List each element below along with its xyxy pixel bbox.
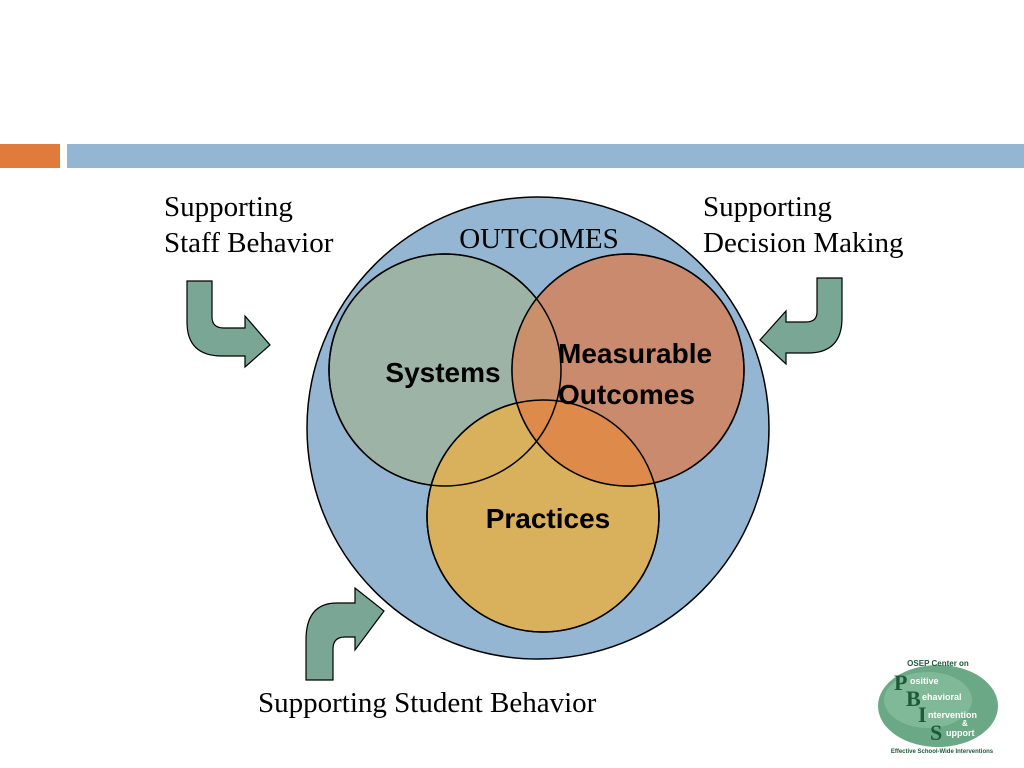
systems-outline [328, 253, 562, 487]
label-student-text: Supporting Student Behavior [258, 687, 597, 719]
logo-ampersand: & [962, 719, 968, 728]
logo-oval-highlight [884, 672, 972, 728]
header-accent-orange [0, 144, 60, 168]
pbis-logo: OSEP Center on P ositive B ehavioral I n… [878, 659, 998, 755]
arrow-decision-icon [759, 277, 843, 366]
header-accent-blue [67, 144, 1024, 168]
measurable-label-line1: Measurable [558, 338, 712, 369]
logo-letter-b: B [906, 686, 921, 711]
label-decision-line2: Decision Making [703, 227, 904, 259]
label-supporting-staff-behavior: Supporting Staff Behavior [164, 189, 333, 261]
practices-outline [426, 399, 660, 633]
label-supporting-decision-making: Supporting Decision Making [703, 189, 904, 261]
label-staff-line1: Supporting [164, 191, 293, 223]
logo-letter-p: P [894, 670, 907, 695]
logo-top-text: OSEP Center on [907, 659, 969, 668]
label-supporting-student-behavior: Supporting Student Behavior [258, 685, 596, 721]
logo-behavioral: ehavioral [922, 692, 962, 702]
logo-support: upport [946, 728, 975, 738]
logo-letter-i: I [918, 702, 927, 727]
practices-label: Practices [486, 503, 611, 534]
logo-positive: ositive [910, 676, 939, 686]
overlap-practices-measurable [512, 400, 659, 486]
label-staff-line2: Staff Behavior [164, 227, 334, 259]
logo-intervention: ntervention [928, 710, 977, 720]
outer-outcomes-label: OUTCOMES [459, 223, 619, 255]
logo-letter-s: S [930, 720, 942, 745]
measurable-outline [511, 253, 745, 487]
label-decision-line1: Supporting [703, 191, 832, 223]
arrow-student-icon [305, 586, 385, 681]
systems-label: Systems [385, 357, 500, 388]
logo-bottom-text: Effective School-Wide Interventions [891, 749, 994, 755]
measurable-label-line2: Outcomes [558, 379, 695, 410]
arrow-staff-icon [186, 280, 271, 369]
